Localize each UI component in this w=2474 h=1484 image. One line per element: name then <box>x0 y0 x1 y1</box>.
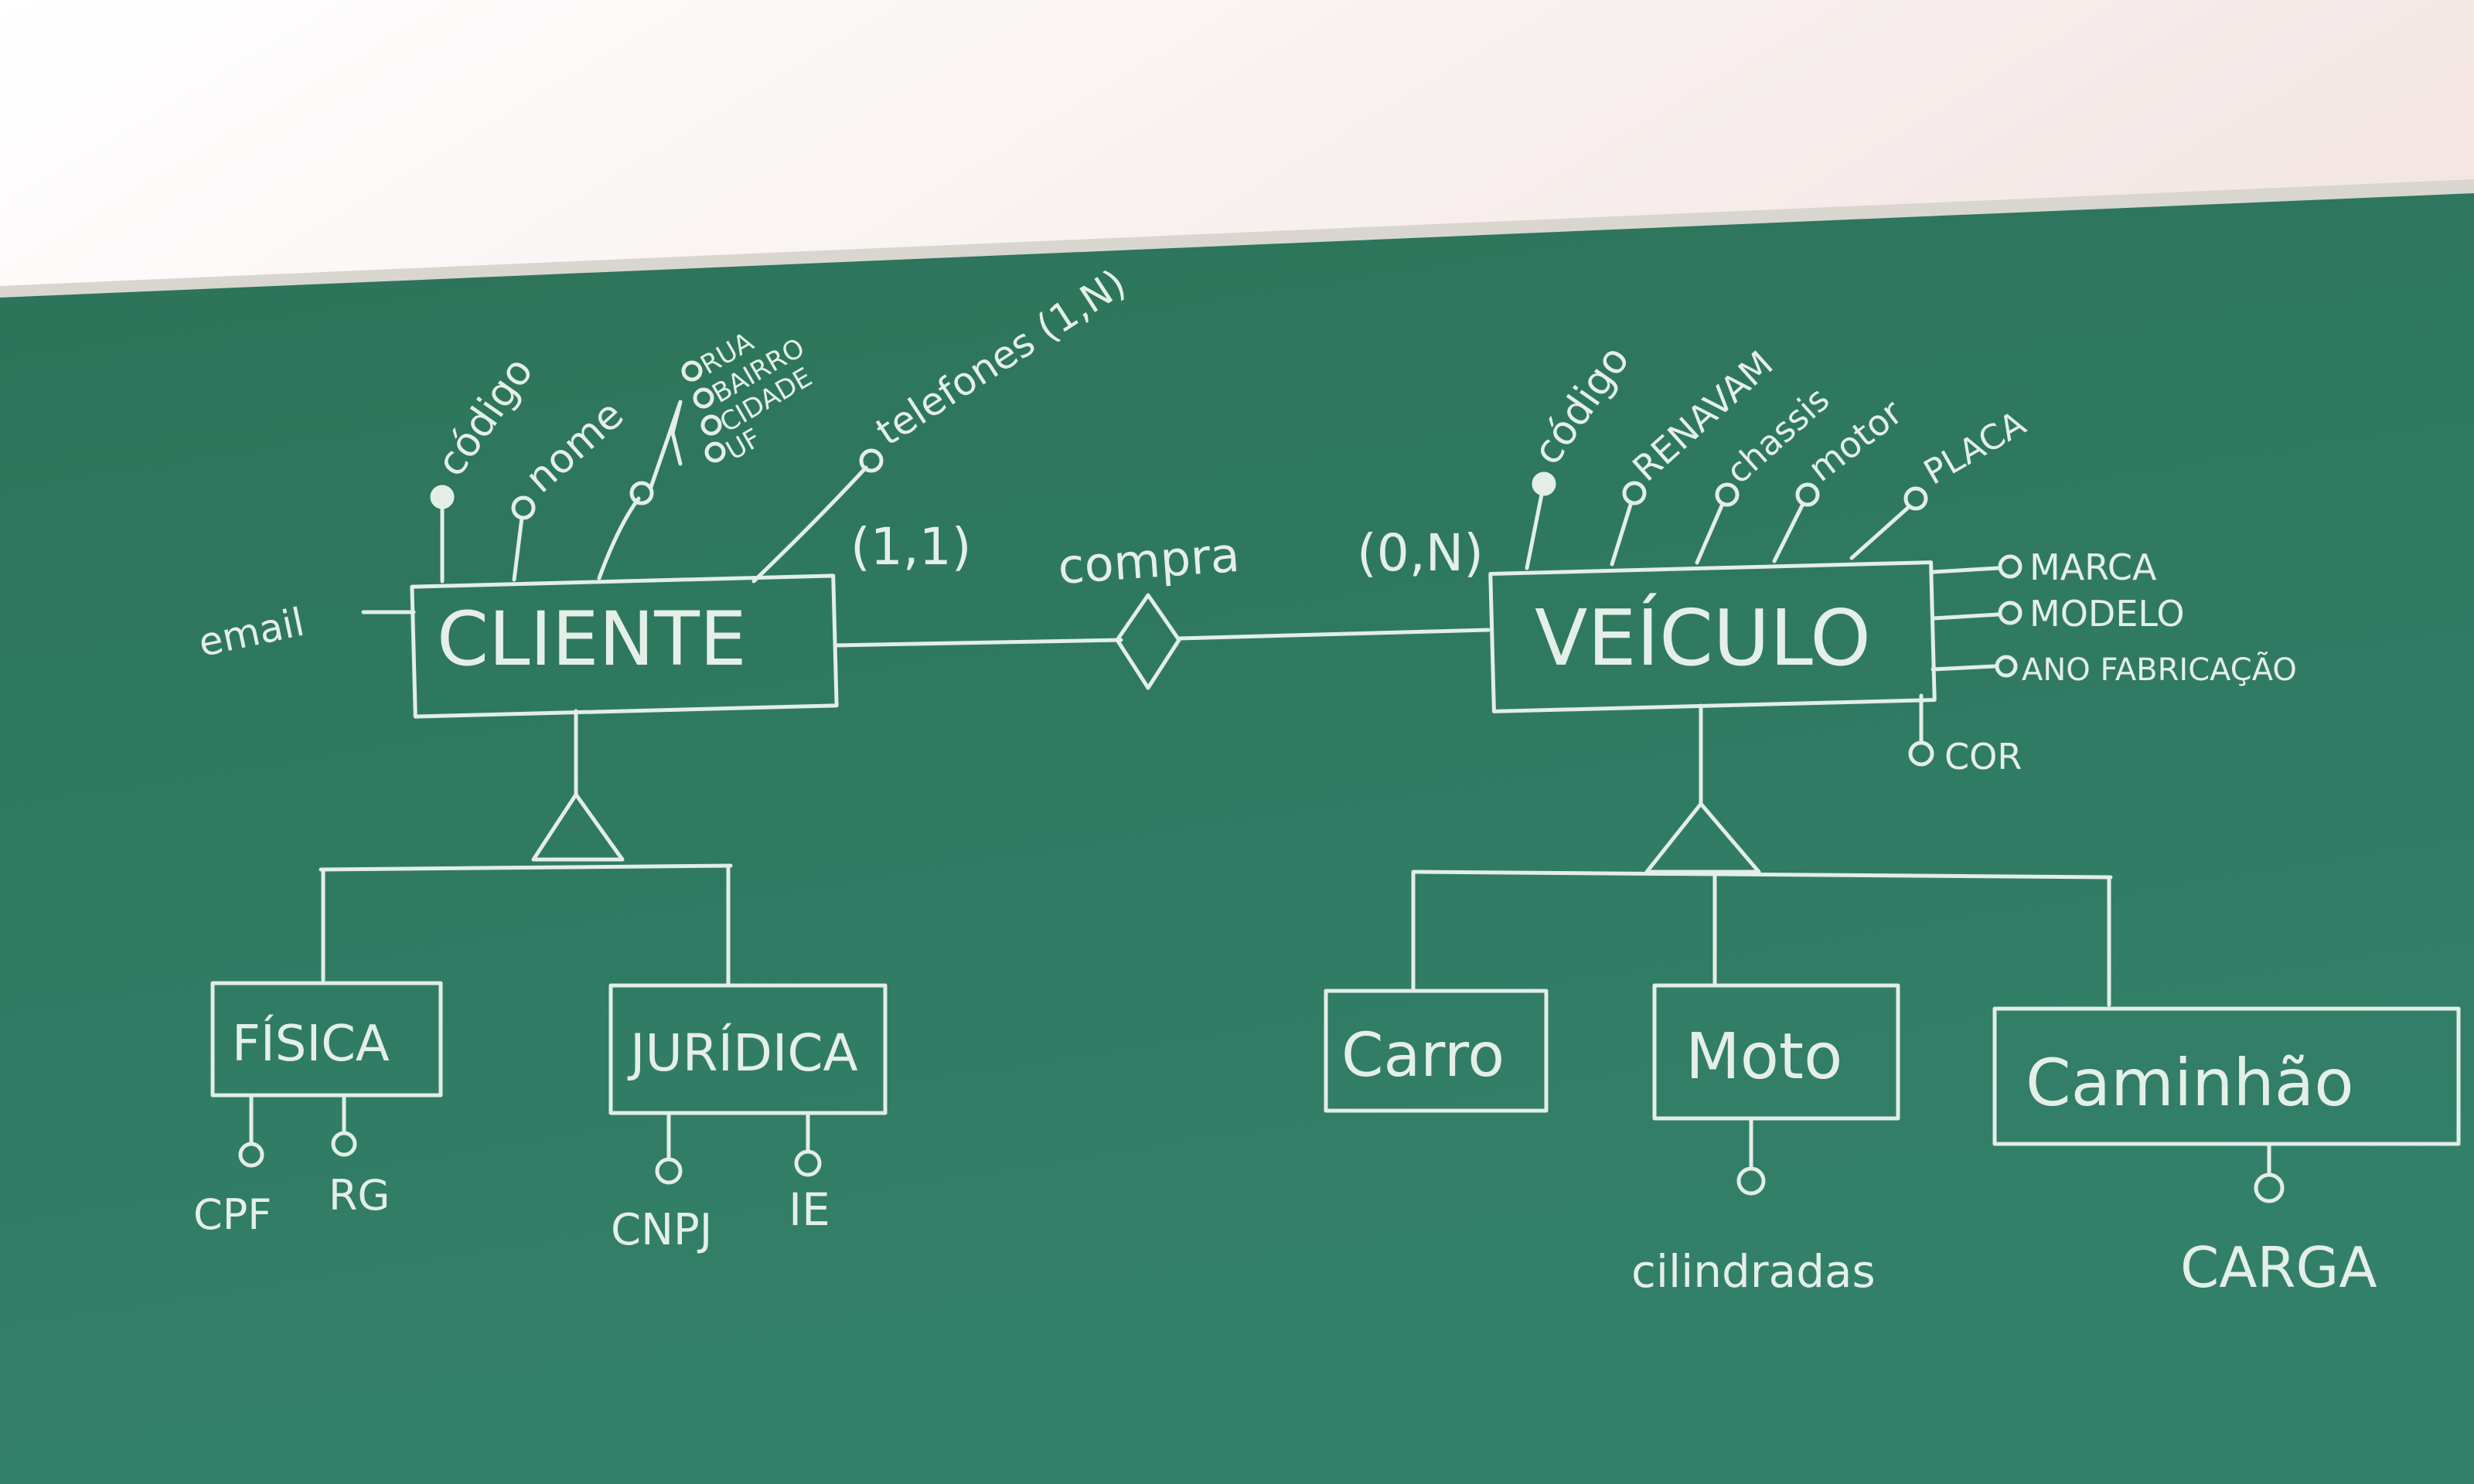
attr-ano-fabricacao: ANO FABRICAÇÃO <box>2022 651 2297 688</box>
key-attribute-icon <box>1532 471 1556 496</box>
cardinality-veiculo: (0,N) <box>1357 523 1484 583</box>
entity-fisica-box <box>210 981 443 1098</box>
attribute-icon <box>794 1149 822 1177</box>
attribute-icon <box>1998 554 2022 579</box>
entity-cliente: CLIENTE <box>410 574 839 719</box>
key-attribute-icon <box>430 485 455 509</box>
entity-juridica-label: JURÍDICA <box>627 1023 858 1083</box>
entity-veiculo: VEÍCULO <box>1488 560 1937 713</box>
entity-carro-box <box>1324 989 1549 1113</box>
board-frame <box>0 179 2474 301</box>
cliente-specialization <box>319 709 733 988</box>
attribute-icon <box>238 1142 264 1168</box>
specialization-triangle <box>1644 802 1761 874</box>
attribute-icon <box>1908 740 1934 767</box>
attribute-icon <box>331 1131 357 1157</box>
entity-caminhao-label: Caminhão <box>2026 1045 2354 1121</box>
specialization-triangle <box>531 792 625 862</box>
attribute-icon <box>681 360 703 382</box>
attr-modelo: MODELO <box>2029 593 2185 635</box>
attribute-icon <box>859 448 884 473</box>
relationship-label: compra <box>1056 526 1242 595</box>
chalkboard-surface <box>0 193 2474 1484</box>
attr-marca: MARCA <box>2029 546 2157 588</box>
attr-cnpj: CNPJ <box>611 1205 712 1255</box>
entity-moto: Moto cilindradas <box>1631 983 1900 1298</box>
attribute-icon <box>1736 1166 1766 1196</box>
attr-cilindradas: cilindradas <box>1631 1245 1876 1298</box>
attr-carga: CARGA <box>2180 1235 2377 1300</box>
attribute-icon <box>629 481 654 505</box>
attribute-icon <box>1715 482 1740 507</box>
attribute-icon <box>1998 601 2022 625</box>
entity-fisica: FÍSICA CPF RG <box>193 981 443 1239</box>
attribute-icon <box>700 414 722 436</box>
entity-juridica-box <box>608 983 888 1115</box>
entity-cliente-label: CLIENTE <box>437 596 747 682</box>
entity-caminhao: Caminhão CARGA <box>1992 1006 2461 1300</box>
entity-veiculo-label: VEÍCULO <box>1535 593 1871 683</box>
attribute-icon <box>704 441 726 463</box>
attribute-icon <box>1795 482 1820 507</box>
entity-caminhao-box <box>1992 1006 2461 1146</box>
entity-cliente-box <box>410 574 839 719</box>
attribute-icon <box>693 387 714 409</box>
entity-carro-label: Carro <box>1341 1021 1505 1091</box>
relationship-compra: compra (1,1) (0,N) <box>833 517 1491 690</box>
relationship-diamond <box>1115 593 1181 690</box>
entity-moto-label: Moto <box>1685 1020 1842 1094</box>
attribute-icon <box>2254 1173 2285 1203</box>
attribute-icon <box>1995 655 2018 678</box>
attribute-icon <box>511 495 536 520</box>
veiculo-specialization <box>1411 703 2113 1007</box>
attr-ie: IE <box>789 1183 830 1236</box>
entity-moto-box <box>1652 983 1900 1121</box>
attr-rg: RG <box>329 1171 390 1220</box>
attr-cpf: CPF <box>193 1190 271 1239</box>
attr-cor: COR <box>1944 736 2022 778</box>
attribute-icon <box>1622 481 1647 505</box>
attribute-icon <box>655 1157 683 1185</box>
entity-juridica: JURÍDICA CNPJ IE <box>608 983 888 1255</box>
entity-veiculo-box <box>1488 560 1937 713</box>
attribute-icon <box>1903 486 1928 511</box>
entity-carro: Carro <box>1324 989 1549 1113</box>
entity-fisica-label: FÍSICA <box>232 1014 390 1073</box>
cardinality-cliente: (1,1) <box>850 517 971 577</box>
